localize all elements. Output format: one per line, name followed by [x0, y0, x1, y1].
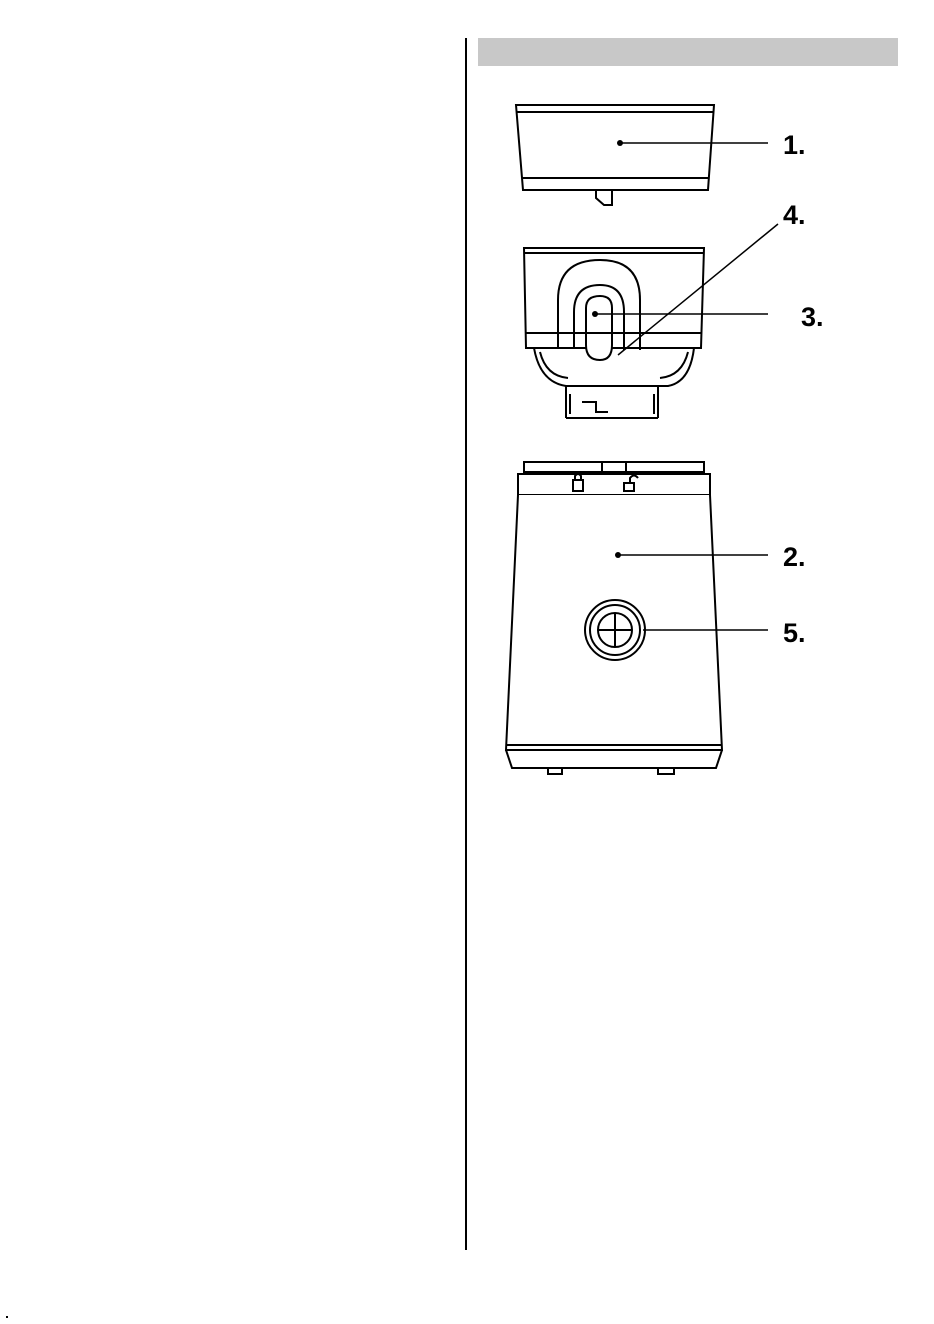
callout-blade-unit: 4. — [783, 200, 806, 230]
lid-drawing — [516, 105, 714, 205]
callout-lid: 1. — [783, 130, 806, 160]
motor-base-drawing — [506, 462, 722, 774]
blade-container-drawing — [524, 248, 704, 418]
section-header-bar — [478, 38, 898, 66]
callout-power-button: 5. — [783, 618, 806, 648]
product-parts-diagram: 1. 4. 3. 2. 5. — [478, 90, 918, 810]
callout-blade-window: 3. — [801, 302, 824, 332]
column-divider — [465, 38, 467, 1250]
callout-motor-base: 2. — [783, 542, 806, 572]
corner-mark — [6, 1316, 8, 1318]
